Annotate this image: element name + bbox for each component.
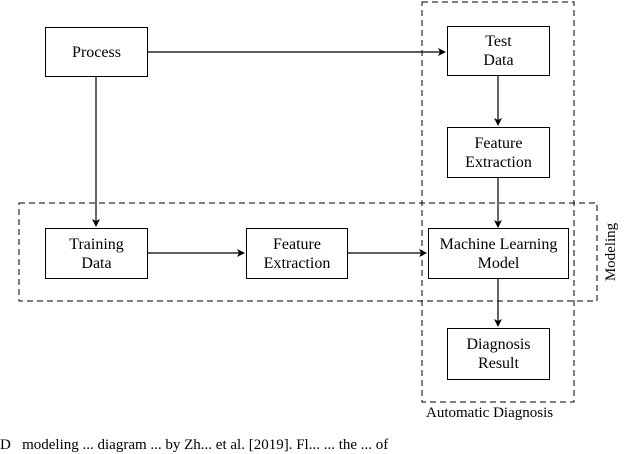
figure-caption: D modeling ... diagram ... by Zh... et a… [0, 437, 389, 453]
test-data-label: Test Data [483, 33, 514, 69]
automatic-diagnosis-region-label: Automatic Diagnosis [426, 405, 554, 421]
training-data-node: Training Data [45, 228, 148, 279]
region-modeling [18, 202, 598, 302]
feature-extraction-bottom-label: Feature Extraction [263, 235, 331, 272]
machine-learning-model-node: Machine Learning Model [428, 228, 569, 279]
region-automatic-diagnosis [421, 1, 575, 403]
process-label: Process [72, 43, 121, 61]
feature-extraction-top-label: Feature Extraction [465, 134, 532, 171]
feature-extraction-top-node: Feature Extraction [447, 127, 550, 178]
diagram-canvas [18, 1, 598, 403]
machine-learning-model-label: Machine Learning Model [439, 235, 558, 272]
feature-extraction-bottom-node: Feature Extraction [246, 228, 348, 279]
modeling-region-label: Modeling [603, 222, 619, 282]
training-data-label: Training Data [69, 235, 124, 272]
process-node: Process [45, 27, 148, 77]
diagnosis-result-node: Diagnosis Result [447, 328, 550, 380]
test-data-node: Test Data [447, 26, 550, 76]
diagnosis-result-label: Diagnosis Result [466, 336, 531, 372]
